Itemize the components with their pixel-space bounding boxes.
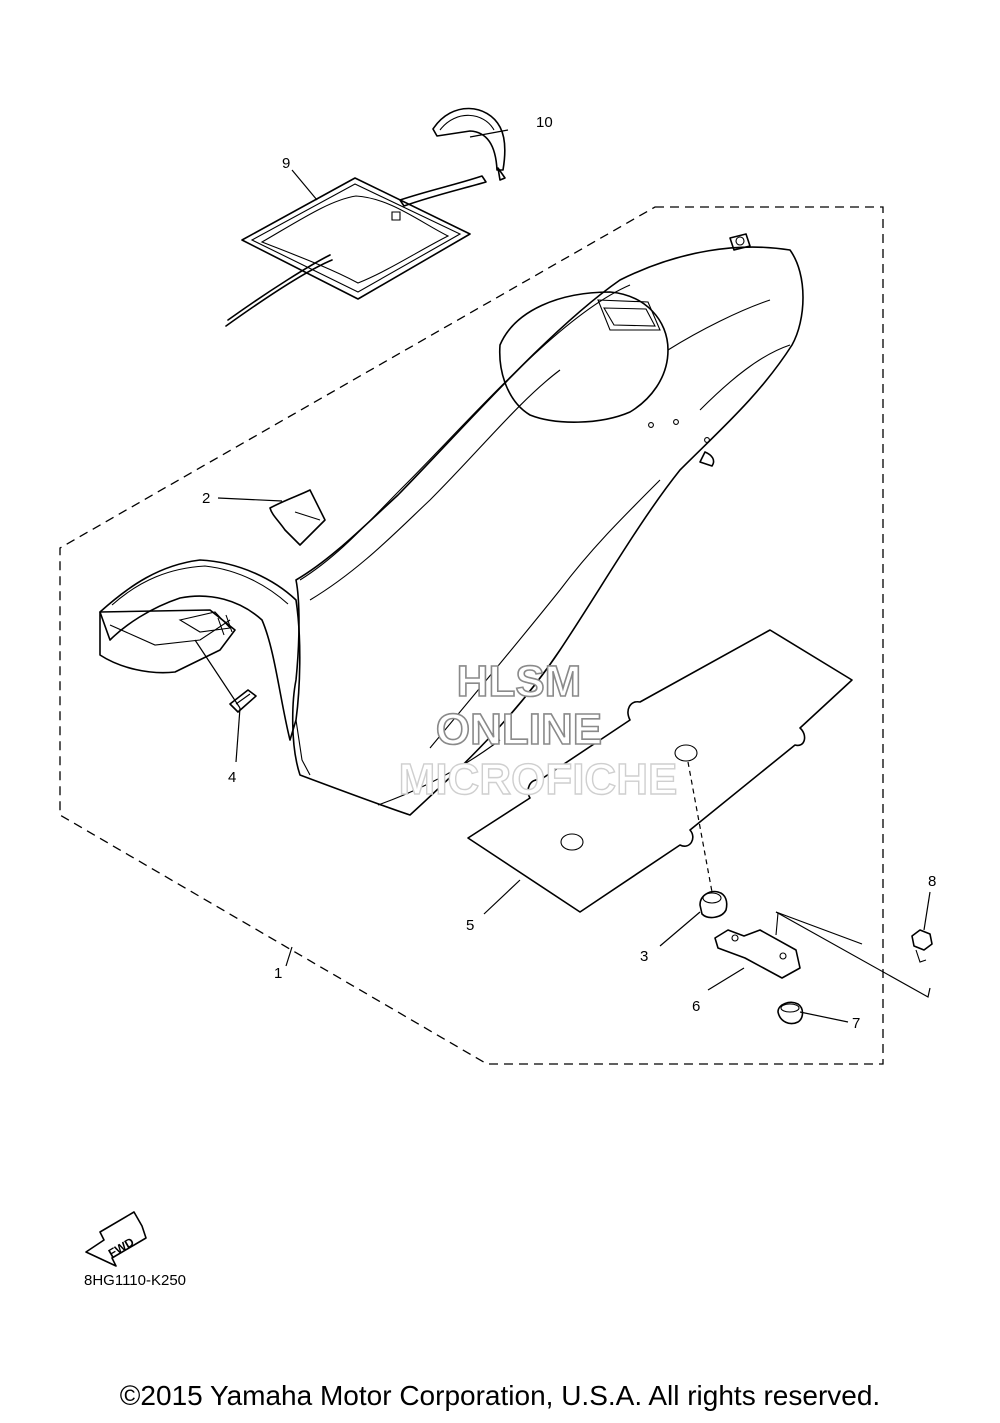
copyright-notice: ©2015 Yamaha Motor Corporation, U.S.A. A… — [119, 1380, 881, 1411]
assembly-boundary — [59, 206, 884, 1065]
leader-lines — [194, 129, 931, 1023]
watermark: HLSM ONLINE MICROFICHE — [398, 656, 678, 805]
callout-7: 7 — [852, 1015, 860, 1032]
callout-2: 2 — [202, 490, 210, 507]
part-5-tray — [467, 629, 853, 913]
callouts: 10 9 2 4 5 3 6 7 8 1 — [202, 114, 936, 1032]
callout-8: 8 — [928, 873, 936, 890]
watermark-line-1: HLSM — [457, 657, 582, 706]
part-6-bracket — [714, 912, 801, 979]
part-7-nut — [777, 1001, 804, 1025]
callout-1: 1 — [274, 965, 282, 982]
part-1-seat — [99, 233, 804, 816]
part-9-seat-pad — [225, 175, 487, 327]
fwd-label: FWD — [106, 1235, 137, 1261]
watermark-line-3: MICROFICHE — [399, 755, 678, 804]
part-8-bolt — [775, 911, 933, 998]
part-10-trim — [432, 107, 506, 181]
callout-10: 10 — [536, 114, 553, 131]
callout-5: 5 — [466, 917, 474, 934]
drawing-code: 8HG1110-K250 — [84, 1272, 187, 1289]
callout-9: 9 — [282, 155, 290, 172]
fwd-arrow-icon: FWD — [85, 1211, 147, 1267]
watermark-line-2: ONLINE — [436, 705, 602, 754]
part-3-damper — [687, 761, 728, 919]
callout-3: 3 — [640, 948, 648, 965]
callout-6: 6 — [692, 998, 700, 1015]
part-4-clip — [229, 689, 257, 713]
callout-4: 4 — [228, 769, 236, 786]
